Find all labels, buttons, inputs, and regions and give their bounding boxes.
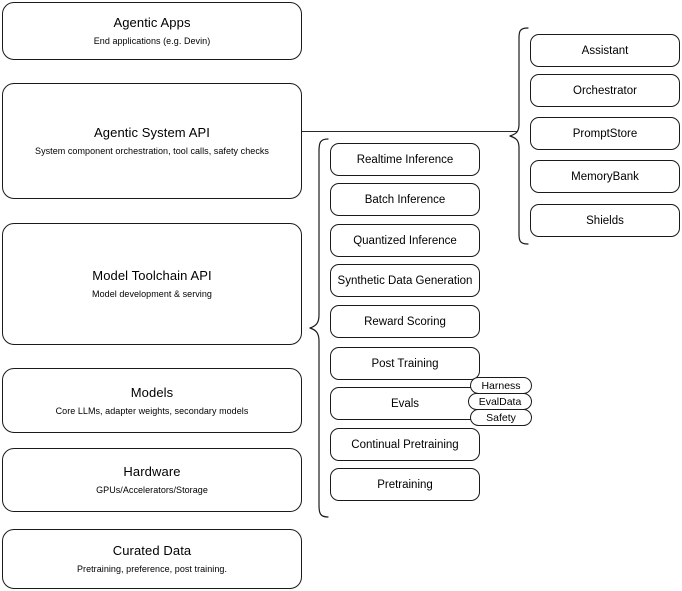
- layer-title: Models: [130, 384, 174, 400]
- capability-label: Evals: [390, 397, 420, 410]
- layer-subtitle: Pretraining, preference, post training.: [76, 564, 228, 574]
- capability-label: Quantized Inference: [353, 234, 457, 247]
- capability-box-quantized-inference[interactable]: Quantized Inference: [330, 224, 480, 257]
- layer-title: Hardware: [123, 464, 181, 479]
- layer-title: Curated Data: [112, 543, 192, 558]
- capability-box-continual-pretraining[interactable]: Continual Pretraining: [330, 428, 480, 461]
- component-box-orchestrator[interactable]: Orchestrator: [530, 74, 680, 107]
- capability-box-post-training[interactable]: Post Training: [330, 347, 480, 380]
- capability-label: Reward Scoring: [364, 315, 446, 328]
- eval-subitem-harness[interactable]: Harness: [470, 377, 532, 394]
- eval-subitem-safety[interactable]: Safety: [470, 409, 532, 426]
- system-api-brace: [509, 27, 529, 245]
- capability-box-evals[interactable]: Evals: [330, 387, 480, 420]
- layer-box-model-toolchain-api[interactable]: Model Toolchain API Model development & s…: [2, 223, 302, 345]
- toolchain-brace: [309, 138, 329, 518]
- layer-subtitle: Model development & serving: [92, 289, 212, 299]
- capability-label: Batch Inference: [364, 193, 446, 206]
- capability-box-batch-inference[interactable]: Batch Inference: [330, 183, 480, 216]
- capability-label: Synthetic Data Generation: [337, 274, 473, 287]
- capability-box-realtime-inference[interactable]: Realtime Inference: [330, 143, 480, 176]
- layer-title: Agentic Apps: [113, 15, 191, 30]
- component-label: PromptStore: [572, 127, 638, 140]
- layer-title: Agentic System API: [94, 125, 210, 140]
- layer-subtitle: GPUs/Accelerators/Storage: [96, 485, 208, 495]
- eval-subitem-evaldata[interactable]: EvalData: [468, 393, 532, 410]
- component-label: Assistant: [581, 44, 629, 57]
- capability-box-reward-scoring[interactable]: Reward Scoring: [330, 305, 480, 338]
- capability-box-pretraining[interactable]: Pretraining: [330, 468, 480, 501]
- component-box-shields[interactable]: Shields: [530, 204, 680, 237]
- capability-label: Pretraining: [377, 478, 433, 491]
- capability-label: Continual Pretraining: [351, 438, 459, 451]
- layer-subtitle: Core LLMs, adapter weights, secondary mo…: [55, 405, 249, 416]
- capability-label: Realtime Inference: [356, 153, 454, 166]
- layer-title: Model Toolchain API: [92, 268, 212, 283]
- capability-label: Post Training: [371, 357, 439, 370]
- system-api-connector-line: [302, 131, 517, 132]
- layer-subtitle: System component orchestration, tool cal…: [35, 146, 269, 156]
- layer-subtitle: End applications (e.g. Devin): [93, 36, 211, 46]
- layer-box-agentic-system-api[interactable]: Agentic System API System component orche…: [2, 83, 302, 199]
- component-label: MemoryBank: [571, 170, 639, 183]
- component-box-promptstore[interactable]: PromptStore: [530, 117, 680, 150]
- capability-box-synthetic-data-generation[interactable]: Synthetic Data Generation: [330, 264, 480, 297]
- component-label: Orchestrator: [573, 84, 637, 97]
- component-box-assistant[interactable]: Assistant: [530, 34, 680, 67]
- component-label: Shields: [586, 214, 624, 227]
- component-box-memorybank[interactable]: MemoryBank: [530, 160, 680, 193]
